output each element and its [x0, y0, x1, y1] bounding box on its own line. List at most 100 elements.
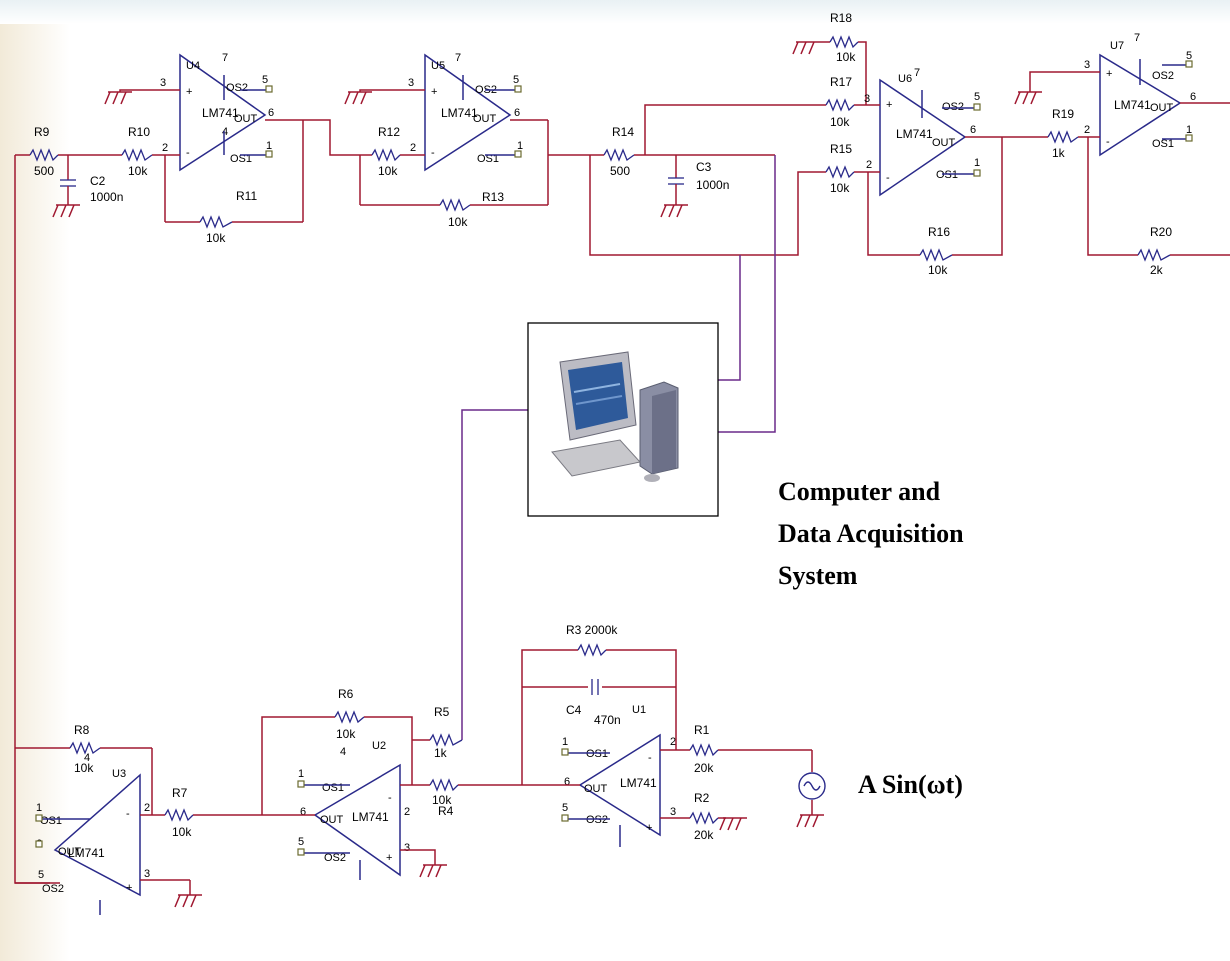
u3-pin5: 5 [38, 869, 44, 881]
u6-part: LM741 [896, 127, 933, 141]
u6-os2: OS2 [942, 101, 964, 113]
r16-value: 10k [928, 263, 948, 277]
opamp-u1: - + LM741 OUT OS1 OS2 U1 1 5 6 2 3 [561, 704, 676, 847]
r10-value: 10k [128, 164, 148, 178]
r11-ref: R11 [236, 189, 257, 203]
r1-ref: R1 [694, 723, 710, 737]
u1-os2: OS2 [586, 814, 608, 826]
computer-icon [551, 351, 679, 482]
r6-ref: R6 [338, 687, 354, 701]
u7-pin3: 3 [1084, 59, 1090, 71]
r12-value: 10k [378, 164, 398, 178]
u2-pin5: 5 [298, 836, 304, 848]
u4-pin6: 6 [268, 107, 274, 119]
daq-caption-line2: Data Acquisition [778, 519, 964, 548]
component-labels: R9 500 C2 1000n R10 10k R11 10k 3 2 6 R1… [34, 11, 1196, 881]
r11-value: 10k [206, 231, 226, 245]
u4-pin5: 5 [262, 74, 268, 86]
u6-pin3: 3 [864, 93, 870, 105]
u4-minus: - [186, 147, 190, 159]
c3-value: 1000n [696, 178, 729, 192]
opamp-u6: + - LM741 OUT OS2 OS1 U6 7 5 1 [879, 67, 981, 197]
opamp-u3: - + LM741 OUT OS1 OS2 U3 4 1 6 [35, 752, 141, 915]
capacitors [60, 177, 684, 695]
u6-pin7: 7 [914, 67, 920, 79]
r19-ref: R19 [1052, 107, 1074, 121]
u2-os1: OS1 [322, 782, 344, 794]
r2-value: 20k [694, 828, 714, 842]
r3-ref: R3 2000k [566, 623, 618, 637]
u3-ref: U3 [112, 768, 126, 780]
u5-out-label: OUT [473, 113, 497, 125]
u1-plus: + [646, 822, 652, 834]
daq-caption-line3: System [778, 561, 858, 590]
u4-pin7: 7 [222, 52, 228, 64]
r8-ref: R8 [74, 723, 90, 737]
u6-pin2: 2 [866, 159, 872, 171]
background-top-gradient [0, 0, 1230, 24]
r1-value: 20k [694, 761, 714, 775]
u4-pin2: 2 [162, 142, 168, 154]
u6-pin5: 5 [974, 91, 980, 103]
r4-ref: R4 [438, 804, 454, 818]
u6-out-label: OUT [932, 137, 956, 149]
u1-pin5: 5 [562, 802, 568, 814]
r5-ref: R5 [434, 705, 450, 719]
u4-part: LM741 [202, 106, 239, 120]
u7-os1: OS1 [1152, 138, 1174, 150]
r9-ref: R9 [34, 125, 50, 139]
u5-pin7: 7 [455, 52, 461, 64]
u1-os1: OS1 [586, 748, 608, 760]
u5-ref: U5 [431, 60, 445, 72]
r15-value: 10k [830, 181, 850, 195]
source-label: A Sin(ωt) [858, 770, 963, 799]
u3-os2: OS2 [42, 883, 64, 895]
resistors [29, 35, 1171, 825]
ground-icon [104, 91, 132, 105]
u7-out-label: OUT [1150, 102, 1174, 114]
ground-icon [719, 817, 747, 831]
u2-plus: + [386, 852, 392, 864]
c4-ref: C4 [566, 703, 582, 717]
daq-box [527, 322, 719, 517]
u1-ref: U1 [632, 704, 646, 716]
u5-plus: + [431, 86, 437, 98]
u4-ref: U4 [186, 60, 200, 72]
u6-ref: U6 [898, 73, 912, 85]
u5-pin5: 5 [513, 74, 519, 86]
r15-ref: R15 [830, 142, 852, 156]
u7-ref: U7 [1110, 40, 1124, 52]
u4-pin1: 1 [266, 140, 272, 152]
opamp-u7: + - LM741 OUT OS2 OS1 U7 7 5 1 [1099, 32, 1193, 157]
r20-value: 2k [1150, 263, 1164, 277]
u3-pin2: 2 [144, 802, 150, 814]
u6-pin1: 1 [974, 157, 980, 169]
u5-pin3: 3 [408, 77, 414, 89]
u6-plus: + [886, 99, 892, 111]
u5-pin2: 2 [410, 142, 416, 154]
u5-pin1: 1 [517, 140, 523, 152]
ground-icon [796, 814, 824, 828]
r13-value: 10k [448, 215, 468, 229]
u1-out-label: OUT [584, 783, 608, 795]
u4-pin3: 3 [160, 77, 166, 89]
background-left-gradient [0, 0, 70, 961]
u1-minus: - [648, 752, 652, 764]
r13-ref: R13 [482, 190, 504, 204]
r17-value: 10k [830, 115, 850, 129]
u1-part: LM741 [620, 776, 657, 790]
u1-pin3: 3 [670, 806, 676, 818]
u2-pin4: 4 [340, 746, 346, 758]
r6-value: 10k [336, 727, 356, 741]
u1-pin2: 2 [670, 736, 676, 748]
opamp-u2: - + LM741 OUT OS1 OS2 U2 4 1 5 6 2 3 [297, 740, 410, 880]
r14-ref: R14 [612, 125, 634, 139]
opamp-u4: + - LM741 OUT OS2 OS1 U4 7 4 5 1 [179, 52, 273, 172]
u5-part: LM741 [441, 106, 478, 120]
u7-part: LM741 [1114, 98, 1151, 112]
r20-ref: R20 [1150, 225, 1172, 239]
r18-value: 10k [836, 50, 856, 64]
u3-pin1: 1 [36, 802, 42, 814]
u4-out-label: OUT [234, 113, 258, 125]
